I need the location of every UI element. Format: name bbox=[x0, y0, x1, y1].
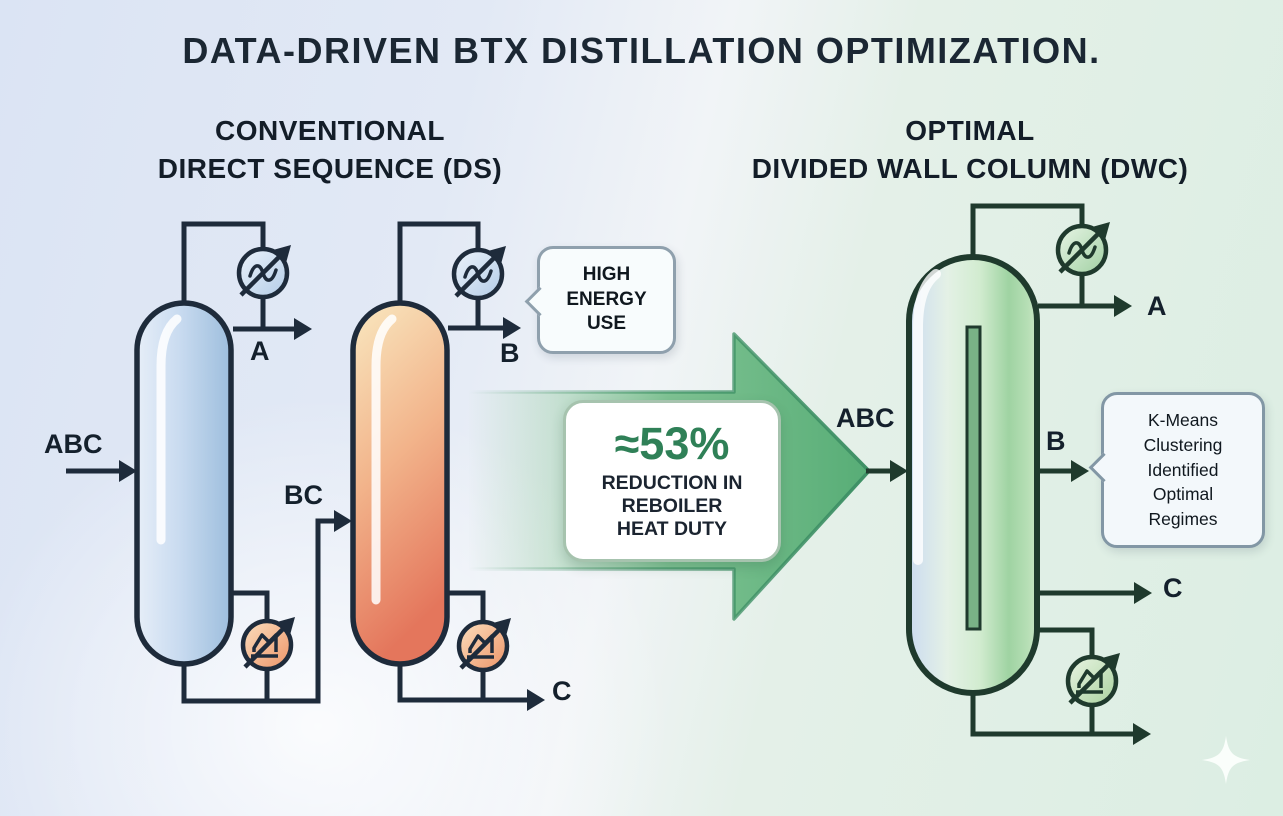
high-energy-callout: HIGH ENERGY USE bbox=[524, 246, 676, 354]
dwc-side-draw-label: B bbox=[1046, 426, 1066, 456]
ds-section-heading: CONVENTIONAL DIRECT SEQUENCE (DS) bbox=[157, 115, 503, 184]
ds-arrowheads bbox=[119, 317, 545, 711]
reduction-value: ≈53% bbox=[614, 418, 730, 469]
ds-pipes bbox=[66, 221, 528, 704]
condenser-icon bbox=[236, 245, 291, 300]
high-energy-callout-text: HIGH ENERGY USE bbox=[566, 263, 647, 335]
ds-column2-bottoms-label: C bbox=[552, 676, 572, 706]
dwc-distillate-label: A bbox=[1147, 291, 1167, 321]
condenser-icon bbox=[451, 246, 506, 301]
ds-column1-bottoms-label: BC bbox=[284, 480, 323, 510]
page-title: DATA-DRIVEN BTX DISTILLATION OPTIMIZATIO… bbox=[182, 30, 1101, 71]
dividing-wall bbox=[965, 325, 982, 631]
reboiler-icon bbox=[240, 617, 295, 672]
dwc-section-heading: OPTIMAL DIVIDED WALL COLUMN (DWC) bbox=[751, 115, 1189, 184]
ds-column1-distillate-label: A bbox=[250, 336, 270, 366]
ds-feed-label: ABC bbox=[44, 429, 103, 459]
dwc-feed-label: ABC bbox=[836, 403, 895, 433]
ds-column2-distillate-label: B bbox=[500, 338, 520, 368]
ds-column-2 bbox=[350, 300, 450, 667]
kmeans-callout: K-Means Clustering Identified Optimal Re… bbox=[1088, 392, 1265, 548]
dwc-column bbox=[906, 254, 1040, 696]
reduction-label: REDUCTION IN REBOILER HEAT DUTY bbox=[601, 472, 743, 540]
dwc-arrowheads bbox=[890, 295, 1152, 745]
kmeans-callout-text: K-Means Clustering Identified Optimal Re… bbox=[1143, 409, 1223, 530]
reduction-metric-card: ≈53% REDUCTION IN REBOILER HEAT DUTY bbox=[563, 400, 781, 562]
condenser-icon bbox=[1055, 222, 1110, 277]
reboiler-icon bbox=[456, 618, 511, 673]
sparkle-icon bbox=[1202, 736, 1250, 784]
ds-column-1 bbox=[134, 300, 234, 667]
dwc-pipes bbox=[866, 203, 1136, 737]
reboiler-icon bbox=[1065, 653, 1120, 708]
dwc-bottoms-label: C bbox=[1163, 573, 1183, 603]
